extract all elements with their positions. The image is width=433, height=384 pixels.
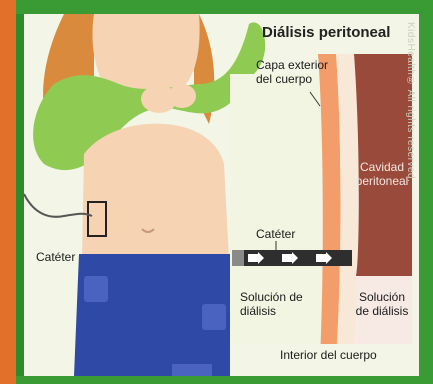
label-solution-left: Solución de diálisis	[240, 290, 310, 318]
diagram-title: Diálisis peritoneal	[262, 24, 390, 41]
label-catheter-right: Catéter	[256, 227, 295, 241]
orange-frame-edge	[0, 0, 16, 384]
green-frame-top	[16, 0, 433, 14]
label-interior: Interior del cuerpo	[280, 348, 377, 362]
label-outer-layer: Capa exterior del cuerpo	[256, 58, 336, 86]
green-frame-bottom	[16, 376, 433, 384]
label-solution-right: Solución de diálisis	[352, 290, 412, 318]
illustration-svg	[24, 14, 419, 376]
torso-shape	[82, 124, 229, 259]
dialysis-illustration: Diálisis peritoneal Capa exterior del cu…	[24, 14, 419, 376]
kidshealth-watermark: KidsHealth® All rights reserved.	[402, 22, 416, 242]
green-frame-right	[419, 0, 433, 384]
label-catheter-left: Catéter	[36, 250, 75, 264]
